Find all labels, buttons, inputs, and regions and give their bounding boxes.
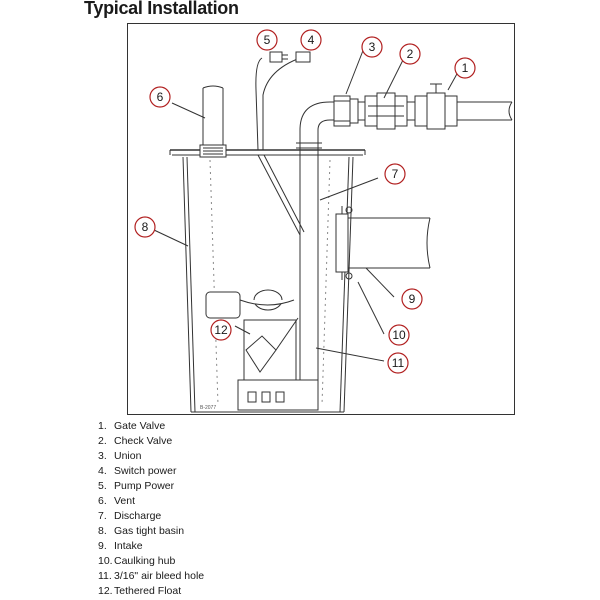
callout-11-circle (387, 352, 409, 374)
legend-item: 3.Union (98, 450, 142, 462)
callout-2: 2 (407, 47, 414, 61)
callout-9: 9 (409, 292, 416, 306)
legend-list: 1.Gate Valve 2.Check Valve 3.Union 4.Swi… (98, 419, 204, 599)
floats (205, 291, 299, 373)
legend-item: 9.Intake (98, 540, 143, 552)
legend-item: 10.Caulking hub (98, 555, 176, 567)
callout-9-circle (401, 288, 423, 310)
page-title: Typical Installation (84, 0, 239, 18)
callout-circles (134, 29, 476, 374)
callout-11: 11 (392, 356, 405, 370)
legend-item: 1.Gate Valve (98, 420, 166, 432)
check-valve (364, 92, 408, 130)
legend-item: 5.Pump Power (98, 480, 175, 492)
legend-item: 7.Discharge (98, 510, 162, 522)
legend-item: 12.Tethered Float (98, 585, 182, 597)
callout-6-circle (149, 86, 171, 108)
callout-1-circle (454, 57, 476, 79)
callout-2-circle (399, 43, 421, 65)
union (333, 95, 359, 127)
legend-item: 2.Check Valve (98, 435, 173, 447)
callout-4-circle (300, 29, 322, 51)
gate-valve (414, 83, 458, 130)
diagram-frame (127, 23, 515, 415)
legend-item: 8.Gas tight basin (98, 525, 185, 537)
callout-1: 1 (462, 61, 469, 75)
intake-pipe (335, 206, 431, 280)
power-cords (255, 51, 311, 300)
callout-8: 8 (142, 220, 149, 234)
callout-12-circle (210, 319, 232, 341)
vent-pipe (199, 85, 227, 158)
callout-12: 12 (214, 323, 228, 337)
legend-item: 11.3/16" air bleed hole (98, 570, 205, 582)
leader-lines (153, 47, 459, 362)
callout-7-circle (384, 163, 406, 185)
callout-3: 3 (369, 40, 376, 54)
callout-10: 10 (392, 328, 406, 342)
discharge-pipe (296, 101, 513, 392)
drawing-code: B-2077 (200, 405, 216, 411)
callout-5-circle (256, 29, 278, 51)
callout-7: 7 (392, 167, 399, 181)
callout-4: 4 (308, 33, 315, 47)
callout-8-circle (134, 216, 156, 238)
callout-6: 6 (157, 90, 164, 104)
legend-item: 6.Vent (98, 495, 136, 507)
callout-5: 5 (264, 33, 271, 47)
callout-3-circle (361, 36, 383, 58)
callout-10-circle (388, 324, 410, 346)
legend-item: 4.Switch power (98, 465, 177, 477)
